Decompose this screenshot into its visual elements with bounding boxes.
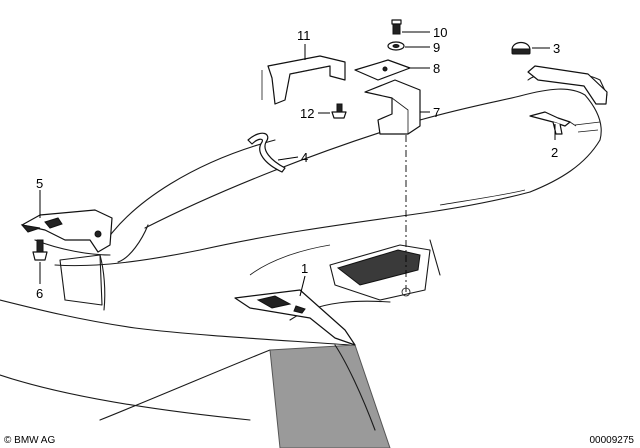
part-8-plate — [354, 59, 411, 81]
callout-5: 5 — [36, 176, 43, 191]
part-12-screw — [331, 103, 347, 119]
car-body-outline — [0, 65, 608, 448]
callout-4: 4 — [301, 150, 308, 165]
callout-1: 1 — [301, 261, 308, 276]
part-9-washer — [387, 41, 405, 51]
part-5-bracket — [20, 209, 113, 253]
callout-8: 8 — [433, 61, 440, 76]
part-4-clip — [247, 132, 286, 173]
diagram-number: 00009275 — [589, 435, 635, 446]
part-10-bolt — [391, 19, 402, 35]
callout-2: 2 — [551, 145, 558, 160]
callout-3: 3 — [553, 41, 560, 56]
callout-12: 12 — [300, 106, 314, 121]
part-3-cap-nut — [511, 41, 531, 55]
callout-10: 10 — [433, 25, 447, 40]
copyright-label: © BMW AG — [4, 435, 56, 446]
part-6-screw — [32, 239, 48, 261]
part-7-u-bracket — [364, 79, 421, 135]
part-1-plate — [234, 289, 356, 346]
part-11-bracket — [261, 55, 346, 105]
callout-11: 11 — [297, 28, 311, 43]
callout-9: 9 — [433, 40, 440, 55]
callout-6: 6 — [36, 286, 43, 301]
part-2-bracket — [529, 111, 577, 135]
leader-lines — [39, 31, 556, 297]
callout-7: 7 — [433, 105, 440, 120]
